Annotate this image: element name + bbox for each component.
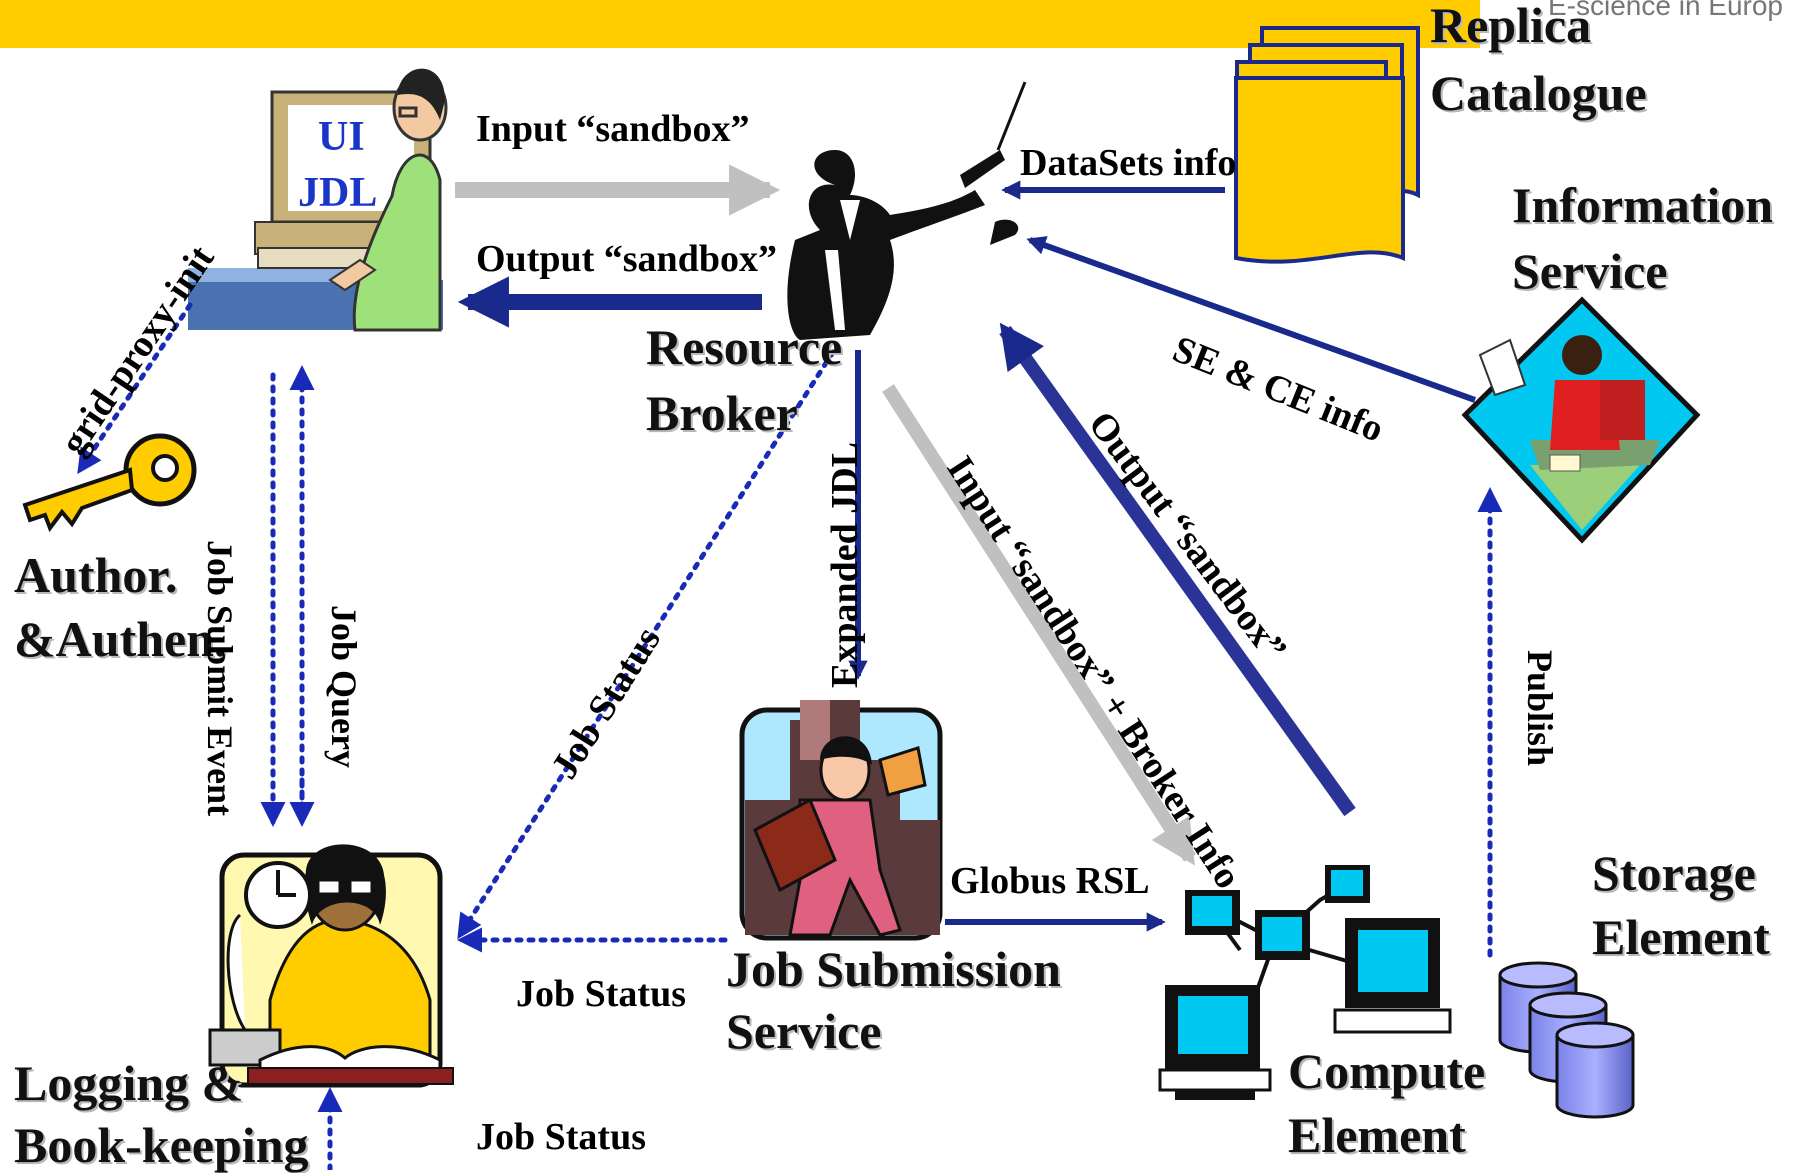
storage-label-line1: Storage: [1592, 845, 1756, 901]
job-submission-icon: [739, 700, 943, 941]
datasets-info-label: DataSets info: [1020, 142, 1237, 184]
broker-label-line2: Broker: [646, 385, 798, 441]
job-submit-event-label: Job Submit Event: [200, 540, 240, 817]
replica-pages-icon: [1234, 26, 1420, 264]
arrow-output-sandbox-ce: [999, 322, 1356, 817]
arrow-input-broker-info: [882, 384, 1196, 866]
auth-label-line1: Author.: [14, 547, 178, 603]
job-status-jss-label: Job Status: [516, 973, 686, 1015]
jdl-label: JDL: [298, 170, 378, 216]
storage-element-icon: [1498, 961, 1635, 1119]
expanded-jdl-label: Expanded JDL: [824, 441, 866, 688]
jss-label-line2: Service: [726, 1003, 882, 1059]
input-sandbox-label: Input “sandbox”: [476, 108, 750, 150]
key-icon: [22, 433, 197, 533]
publish-label: Publish: [1520, 650, 1560, 767]
logging-icon: [208, 844, 454, 1088]
ui-label: UI: [318, 114, 365, 160]
auth-label-line2: &Authen.: [14, 611, 227, 667]
arrow-grid-proxy: [77, 302, 193, 475]
compute-element-icon: [1158, 865, 1452, 1100]
logging-label-line1: Logging &: [14, 1055, 244, 1111]
brand-logo-text: E-science in Europ: [1548, 0, 1784, 21]
output-sandbox-label: Output “sandbox”: [476, 238, 777, 280]
compute-label-line2: Element: [1288, 1107, 1466, 1163]
jss-label-line1: Job Submission: [726, 941, 1061, 997]
globus-rsl-label: Globus RSL: [950, 860, 1150, 902]
replica-label-line1: Replica: [1430, 0, 1592, 53]
information-label-line2: Service: [1512, 243, 1668, 299]
job-query-label: Job Query: [324, 605, 364, 769]
storage-label-line2: Element: [1592, 909, 1770, 965]
job-status-bottom-label: Job Status: [476, 1116, 646, 1158]
information-label-line1: Information: [1512, 177, 1774, 233]
logging-label-line2: Book-keeping: [14, 1117, 309, 1173]
broker-label-line1: Resource: [646, 319, 843, 375]
ui-workstation-icon: [188, 68, 448, 332]
compute-label-line1: Compute: [1288, 1043, 1486, 1099]
header-bar: [0, 0, 1480, 48]
arrow-se-ce-info: [1026, 236, 1477, 403]
information-service-icon: [1461, 296, 1701, 544]
arrow-job-status-diag: [457, 349, 836, 940]
replica-label-line2: Catalogue: [1430, 65, 1647, 121]
conductor-icon: [787, 81, 1027, 340]
